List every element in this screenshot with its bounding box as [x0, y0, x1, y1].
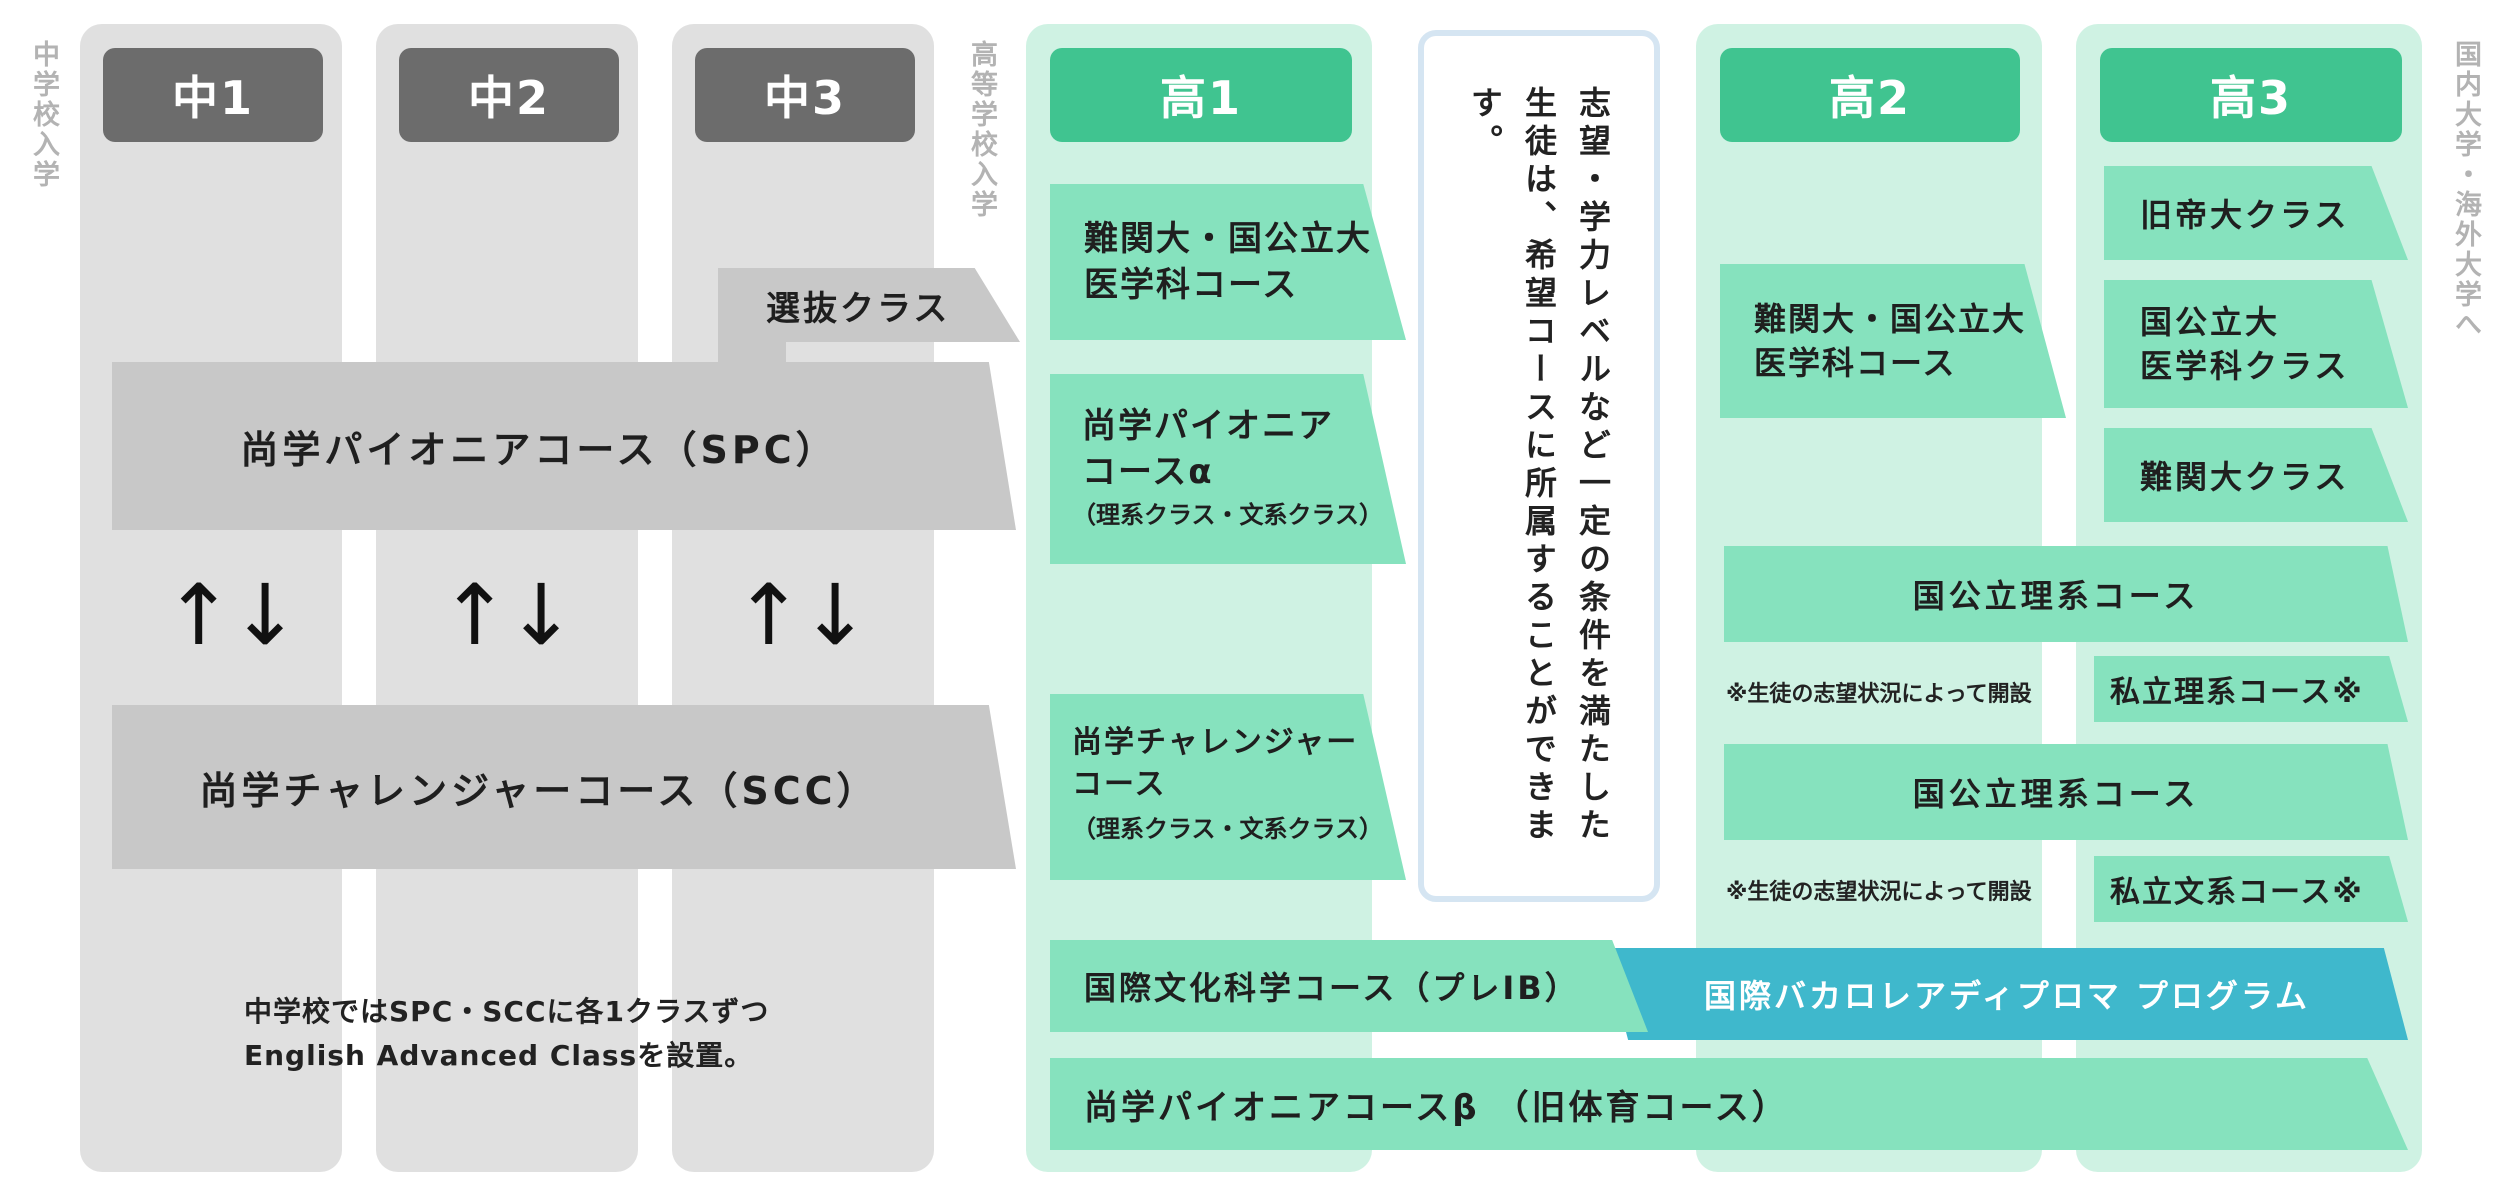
hs1-alpha-line1: 尚学パイオニア	[1082, 406, 1334, 446]
hs2-medical-line1: 難関大・国公立大	[1754, 300, 2027, 338]
public-science-2-label: 国公立理系コース	[1912, 775, 2200, 813]
spc-course: 尚学パイオニアコース（SPC）	[112, 362, 1016, 530]
ib-diploma-program-label: 国際バカロレアディプロマ プログラム	[1704, 977, 2310, 1015]
column-jh2	[376, 24, 638, 1172]
hs1-alpha-line2: コースα	[1082, 452, 1214, 492]
hs1-challenger-line2: コース	[1072, 767, 1167, 802]
grade-header-hs3: 高3	[2100, 48, 2402, 142]
hs2-medical-course: 難関大・国公立大 医学科コース	[1720, 264, 2066, 418]
jh-note-line1: 中学校ではSPC・SCCに各1クラスずつ	[244, 995, 770, 1028]
hs1-intl-culture-label: 国際文化科学コース（プレIB）	[1084, 969, 1580, 1007]
private-humanities-label: 私立文系コース※	[2110, 875, 2364, 910]
jh-note: 中学校ではSPC・SCCに各1クラスずつ English Advanced Cl…	[244, 990, 769, 1078]
private-science-label: 私立理系コース※	[2110, 675, 2364, 710]
grade-header-jh1: 中1	[103, 48, 323, 142]
hs3-difficult-class: 難関大クラス	[2104, 428, 2408, 522]
hs3-medical-line1: 国公立大	[2140, 303, 2281, 341]
private-note-2: ※生徒の志望状況によって開設	[1726, 880, 2032, 905]
hs1-medical-line1: 難関大・国公立大	[1084, 219, 1372, 259]
hs1-medical-line2: 医学科コース	[1084, 265, 1299, 305]
private-note-1: ※生徒の志望状況によって開設	[1726, 682, 2032, 707]
hs3-imperial-label: 旧帝大クラス	[2140, 196, 2350, 234]
column-jh3	[672, 24, 934, 1172]
transfer-arrows-jh2: ↑↓	[439, 566, 577, 664]
hs1-alpha-line3: （理系クラス・文系クラス）	[1072, 501, 1384, 529]
hs3-medical-class: 国公立大 医学科クラス	[2104, 280, 2408, 408]
spc-course-label: 尚学パイオニアコース（SPC）	[240, 427, 838, 472]
private-science-course: 私立理系コース※	[2094, 656, 2408, 722]
public-science-course-1: 国公立理系コース	[1724, 546, 2408, 642]
hs2-medical-line2: 医学科コース	[1754, 344, 1957, 382]
scc-course-label: 尚学チャレンジャーコース（SCC）	[199, 768, 879, 813]
transfer-arrows-jh3: ↑↓	[733, 566, 871, 664]
hs1-challenger-line1: 尚学チャレンジャー	[1072, 725, 1359, 760]
transfer-arrows-jh1: ↑↓	[163, 566, 301, 664]
label-university: 国内大学・海外大学へ	[2450, 40, 2481, 340]
public-science-1-label: 国公立理系コース	[1912, 577, 2200, 615]
scc-course: 尚学チャレンジャーコース（SCC）	[112, 705, 1016, 869]
selective-class-label: 選抜クラス	[766, 288, 951, 329]
hs3-imperial-class: 旧帝大クラス	[2104, 166, 2408, 260]
selective-connector	[718, 340, 786, 364]
hs1-challenger-course: 尚学チャレンジャー コース （理系クラス・文系クラス）	[1050, 694, 1406, 880]
hs-beta-course-label: 尚学パイオニアコースβ （旧体育コース）	[1084, 1087, 1789, 1128]
hs1-intl-culture-course: 国際文化科学コース（プレIB）	[1050, 940, 1648, 1032]
course-transfer-note: 志望・学力レベルなど一定の条件を満たした生徒は、希望コースに所属することができま…	[1418, 30, 1660, 902]
public-science-course-2: 国公立理系コース	[1724, 744, 2408, 840]
selective-class: 選抜クラス	[718, 268, 1020, 342]
hs3-medical-line2: 医学科クラス	[2140, 347, 2350, 385]
column-jh1	[80, 24, 342, 1172]
hs1-challenger-line3: （理系クラス・文系クラス）	[1072, 815, 1384, 843]
hs1-medical-course: 難関大・国公立大 医学科コース	[1050, 184, 1406, 340]
course-transfer-note-text: 志望・学力レベルなど一定の条件を満たした生徒は、希望コースに所属することができま…	[1466, 86, 1612, 846]
label-hs-entry: 高等学校入学	[966, 40, 997, 220]
grade-header-hs2: 高2	[1720, 48, 2020, 142]
grade-header-hs1: 高1	[1050, 48, 1352, 142]
jh-note-line2: English Advanced Classを設置。	[244, 1039, 754, 1072]
hs1-alpha-course: 尚学パイオニア コースα （理系クラス・文系クラス）	[1050, 374, 1406, 564]
private-humanities-course: 私立文系コース※	[2094, 856, 2408, 922]
hs-beta-course: 尚学パイオニアコースβ （旧体育コース）	[1050, 1058, 2408, 1150]
grade-header-jh3: 中3	[695, 48, 915, 142]
grade-header-jh2: 中2	[399, 48, 619, 142]
label-jh-entry: 中学校入学	[28, 40, 59, 190]
hs3-difficult-label: 難関大クラス	[2140, 458, 2350, 496]
ib-diploma-program: 国際バカロレアディプロマ プログラム	[1604, 948, 2408, 1040]
